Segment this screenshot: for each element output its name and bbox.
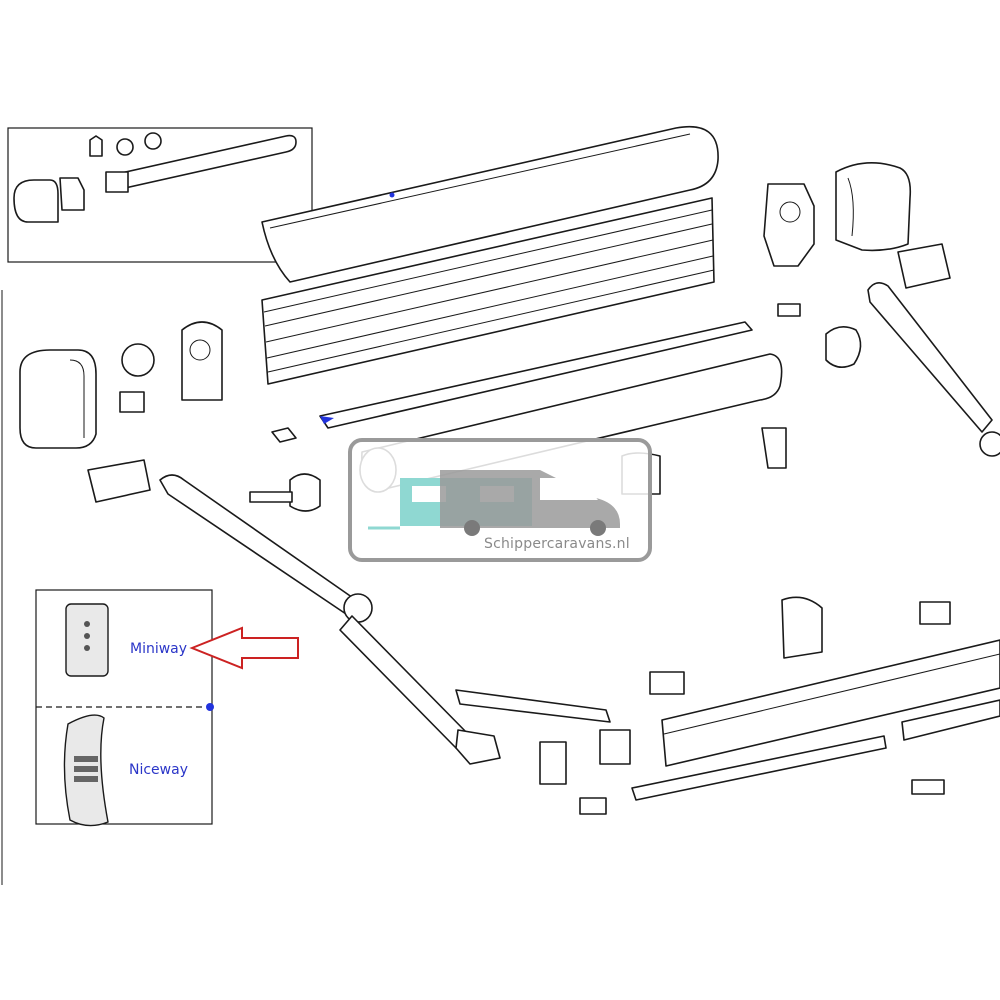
- right-motor-bracket: [763, 183, 815, 317]
- miniway-label: Miniway: [130, 641, 188, 657]
- fabric-strip: [319, 321, 753, 429]
- left-arm: [87, 459, 611, 765]
- right-end-cap: [835, 162, 912, 252]
- motor-parts: [119, 321, 321, 512]
- lead-rail: [631, 639, 1000, 801]
- red-arrow-icon: [189, 626, 299, 670]
- caravan-logo-icon: [368, 470, 620, 536]
- right-arm: [825, 243, 1000, 457]
- remote-control-miniway-icon: [65, 603, 109, 677]
- niceway-label: Niceway: [129, 762, 188, 778]
- left-end-cap: [19, 349, 97, 449]
- inset-parts-box: [7, 127, 313, 263]
- cassette-body: [261, 197, 715, 385]
- watermark-text: Schippercaravans.nl: [484, 536, 630, 552]
- remote-control-niceway-icon: [63, 714, 109, 827]
- cassette-cover: [261, 126, 719, 283]
- remote-legend-box: [35, 589, 214, 825]
